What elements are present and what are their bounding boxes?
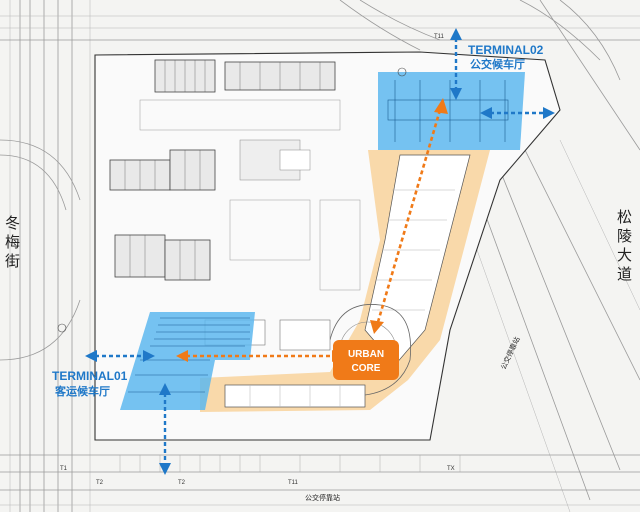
urban-core-box — [333, 340, 399, 380]
terminal01-bays — [128, 317, 250, 393]
gate-label-bottom-left: T2 — [96, 480, 104, 486]
left-road-name: 冬 梅 街 — [5, 214, 20, 270]
blue-flow-arrows — [95, 38, 545, 465]
marker-top — [397, 67, 407, 77]
orange-flow-arrows — [186, 109, 442, 358]
left-road-char-1: 冬 — [5, 214, 20, 232]
gate-label-bottom-mid: T2 — [178, 480, 186, 486]
commercial-blocks — [224, 154, 471, 408]
right-road-char-2: 陵 — [617, 227, 632, 245]
residential-buildings — [109, 59, 361, 351]
gate-label-bottom-right: TX — [447, 466, 455, 472]
left-road-char-3: 街 — [5, 252, 20, 270]
right-road-char-3: 大 — [617, 246, 632, 264]
left-road-char-2: 梅 — [5, 233, 20, 251]
plaza-arc — [329, 304, 412, 396]
terminal01-subtitle: 客运候车厅 — [54, 384, 110, 398]
marker-g — [57, 323, 67, 333]
terminal02-subtitle: 公交候车厅 — [470, 57, 525, 71]
right-road-char-4: 道 — [617, 265, 632, 283]
gate-label-top: T11 — [434, 34, 445, 40]
right-road-name: 松 陵 大 道 — [617, 208, 632, 283]
terminal01-title: TERMINAL01 — [52, 369, 128, 383]
urban-core-line1: URBAN — [348, 349, 384, 360]
right-road-char-1: 松 — [617, 208, 632, 226]
gate-label-left: T1 — [60, 466, 68, 472]
urban-core-line2: CORE — [352, 363, 381, 374]
parking-stripes — [119, 455, 461, 472]
terminal02-title: TERMINAL02 — [468, 43, 544, 57]
terminal02-zone — [378, 72, 525, 150]
terminal02-bays — [387, 80, 509, 142]
bottom-bus-stop-label: 公交停靠站 — [305, 493, 340, 502]
blue-arrow-heads — [85, 28, 555, 475]
gate-label-bottom-center: T11 — [288, 480, 299, 486]
